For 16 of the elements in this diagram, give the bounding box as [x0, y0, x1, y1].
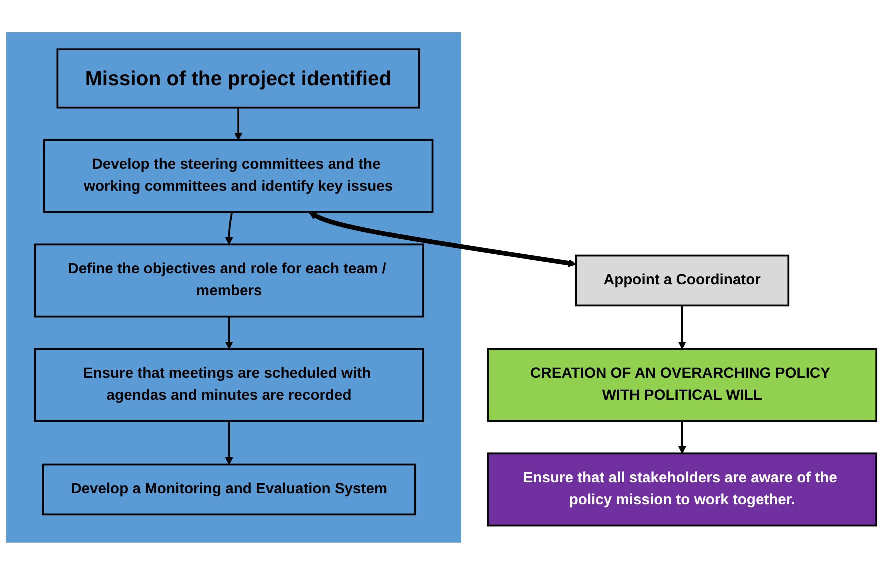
- node-box: Develop a Monitoring and Evaluation System: [42, 464, 416, 516]
- node-box: CREATION OF AN OVERARCHING POLICY WITH POLITICAL WILL: [487, 348, 878, 423]
- arrow: [234, 108, 243, 141]
- arrow: [308, 212, 577, 268]
- arrow: [225, 317, 234, 350]
- arrow: [678, 306, 686, 350]
- node-box: Develop the steering committees and the working committees and identify key issues: [43, 140, 434, 214]
- arrow: [225, 212, 234, 246]
- arrow: [678, 422, 686, 454]
- node-box: Mission of the project identified: [56, 48, 420, 110]
- arrow: [225, 422, 234, 466]
- node-box: Define the objectives and role for each team / members: [34, 244, 424, 318]
- node-box: Ensure that all stakeholders are aware of the policy mission to work together.: [487, 453, 878, 528]
- node-box: Appoint a Coordinator: [575, 255, 790, 307]
- node-box: Ensure that meetings are scheduled with agendas and minutes are recorded: [34, 348, 424, 423]
- cluster: [6, 32, 462, 544]
